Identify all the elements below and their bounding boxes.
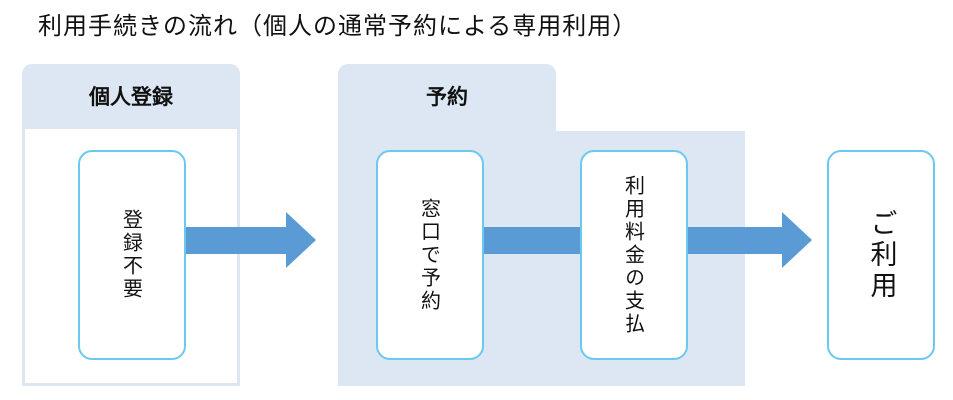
step-label-counter-reservation: 窓口で予約 (417, 197, 442, 313)
flow-connector-reservation (484, 227, 582, 254)
phase-label-reservation: 予約 (426, 85, 468, 109)
phase-tab-registration (22, 64, 240, 128)
flow-arrow-1-shaft (186, 227, 288, 254)
step-label-no-registration: 登録不要 (119, 209, 144, 301)
step-label-usage: ご利用 (865, 208, 897, 302)
step-label-fee-payment: 利用料金の支払 (621, 174, 646, 336)
flow-arrow-2-shaft (688, 227, 784, 254)
diagram-title: 利用手続きの流れ（個人の通常予約による専用利用） (38, 12, 638, 40)
flow-arrow-1-head (286, 212, 316, 268)
step-box-no-registration: 登録不要 (78, 150, 186, 360)
step-box-usage: ご利用 (827, 150, 935, 360)
step-box-fee-payment: 利用料金の支払 (580, 150, 688, 360)
phase-label-registration: 個人登録 (89, 85, 173, 109)
flow-arrow-2-head (782, 212, 812, 268)
step-box-counter-reservation: 窓口で予約 (376, 150, 484, 360)
phase-tab-reservation (338, 64, 556, 134)
